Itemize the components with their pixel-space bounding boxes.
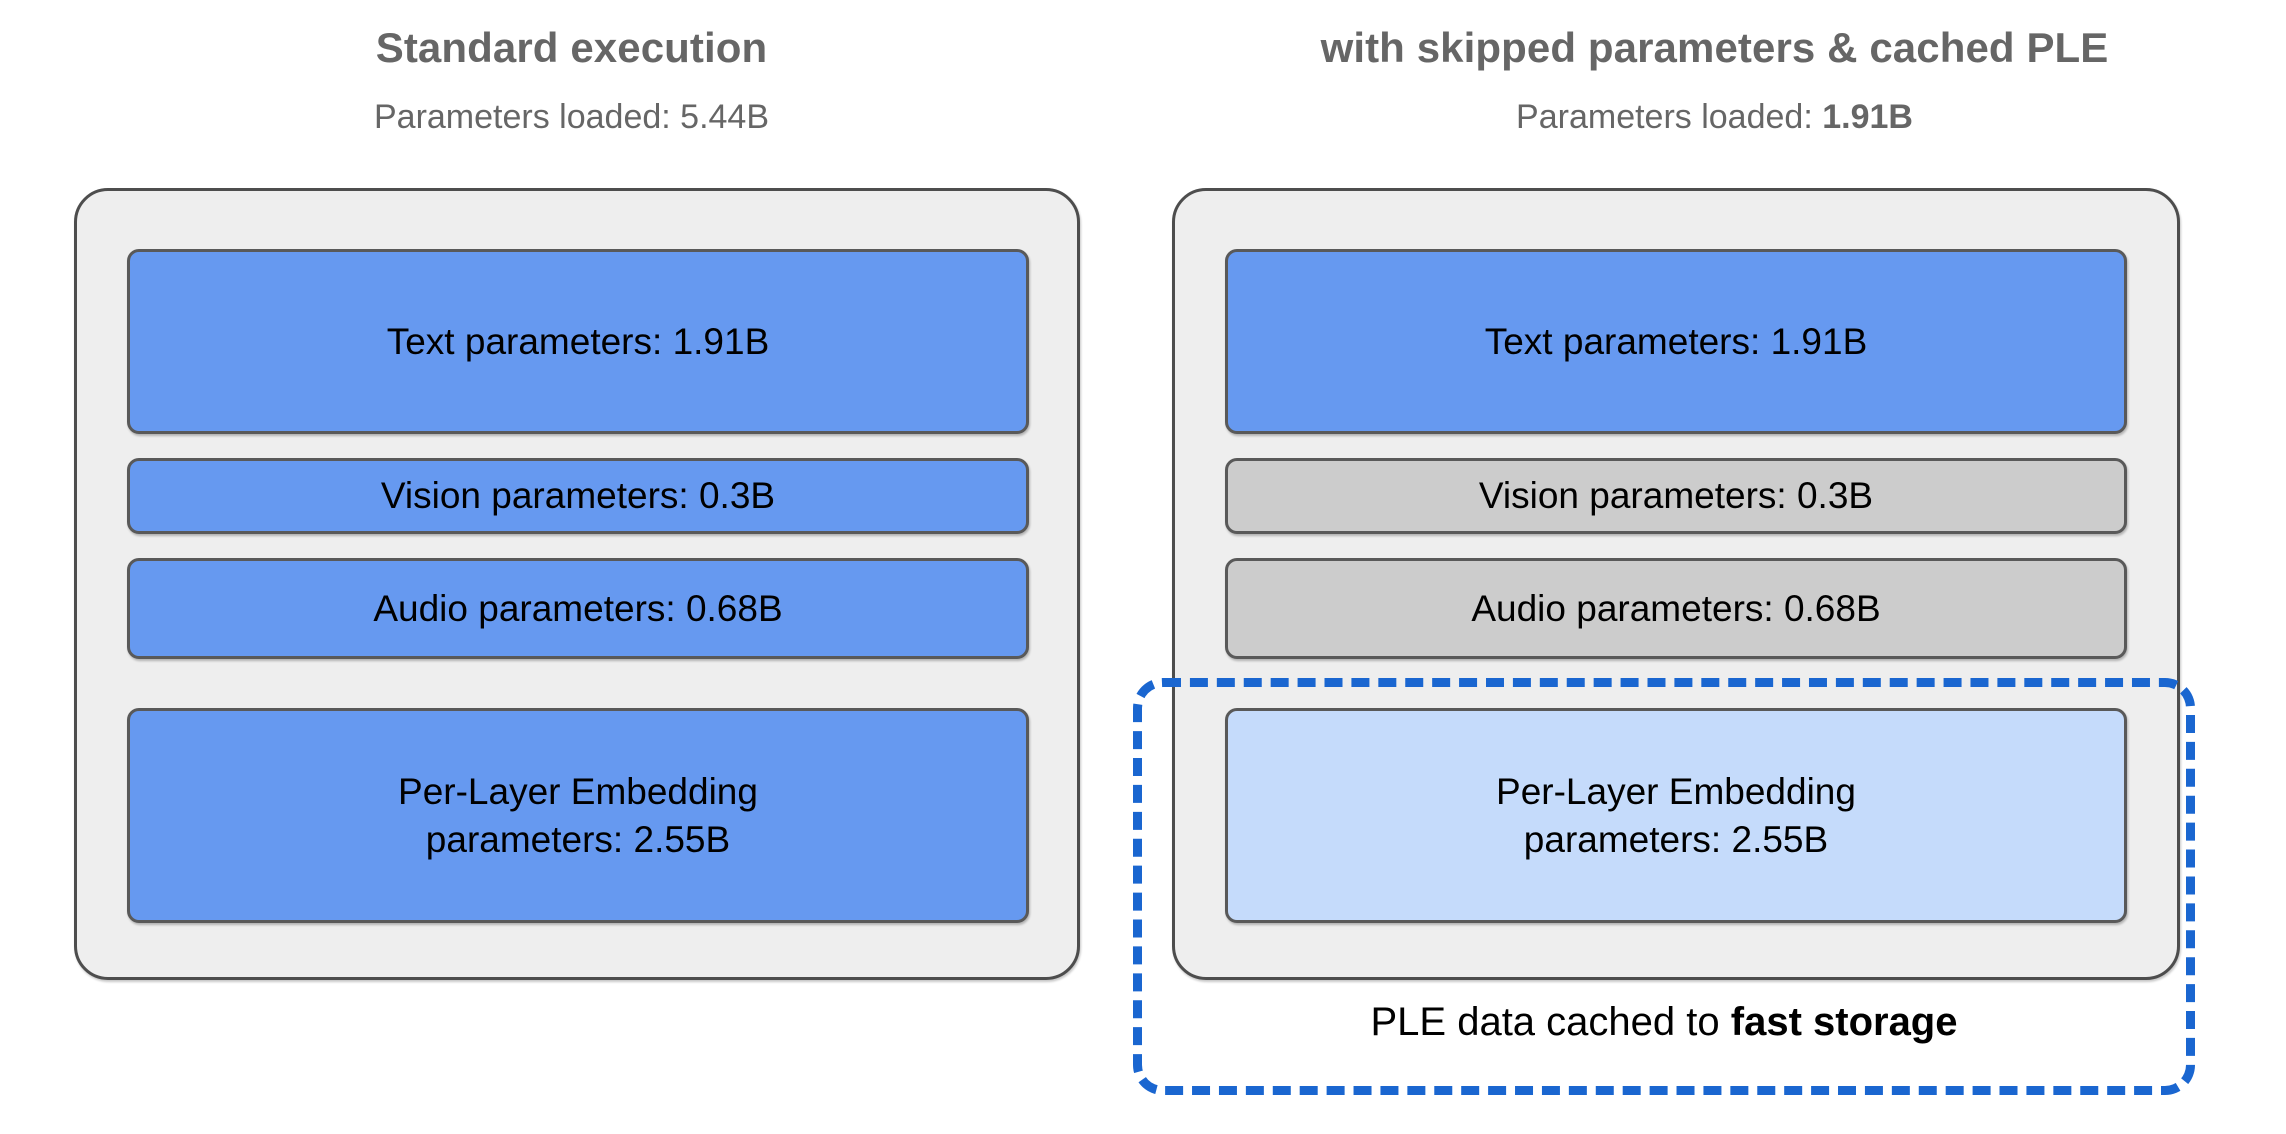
parameters-loaded-label-right: Parameters loaded: [1516,98,1823,136]
parameters-loaded-value-right: 1.91B [1822,98,1913,136]
param-block-vision-standard-label: Vision parameters: 0.3B [380,475,776,517]
parameters-loaded-value-left: 5.44B [680,98,770,136]
param-block-ple-optimized[interactable]: Per-Layer Embedding parameters: 2.55B [1225,708,2127,923]
param-block-ple-standard-label: Per-Layer Embedding parameters: 2.55B [388,768,768,863]
param-block-vision-standard[interactable]: Vision parameters: 0.3B [127,458,1029,534]
param-block-vision-optimized[interactable]: Vision parameters: 0.3B [1225,458,2127,534]
param-block-vision-optimized-label: Vision parameters: 0.3B [1478,475,1874,517]
param-block-audio-standard[interactable]: Audio parameters: 0.68B [127,558,1029,659]
panel-subtitle-skipped-and-cached: Parameters loaded: 1.91B [1143,98,2286,137]
panel-standard-execution: Standard execution Parameters loaded: 5.… [0,24,1143,980]
parameters-loaded-label-left: Parameters loaded: [373,98,681,136]
param-block-audio-standard-label: Audio parameters: 0.68B [373,587,783,629]
param-block-ple-standard-line1: Per-Layer Embedding [398,771,758,813]
param-block-text-standard-label: Text parameters: 1.91B [386,320,770,362]
device-container-standard: Text parameters: 1.91B Vision parameters… [74,188,1080,980]
param-block-ple-standard-line2: parameters: 2.55B [425,818,731,860]
param-block-audio-optimized[interactable]: Audio parameters: 0.68B [1225,558,2127,659]
cache-caption-prefix: PLE data cached to [1370,1000,1731,1044]
param-block-ple-standard[interactable]: Per-Layer Embedding parameters: 2.55B [127,708,1029,923]
panel-skipped-and-cached: with skipped parameters & cached PLE Par… [1143,0,2286,1134]
device-container-optimized: Text parameters: 1.91B Vision parameters… [1172,188,2180,980]
panel-title-skipped-and-cached: with skipped parameters & cached PLE [1320,24,2109,71]
cache-caption-emphasis: fast storage [1730,1000,1958,1044]
param-block-text-standard[interactable]: Text parameters: 1.91B [127,249,1029,434]
param-block-text-optimized[interactable]: Text parameters: 1.91B [1225,249,2127,434]
param-block-text-optimized-label: Text parameters: 1.91B [1484,320,1868,362]
cache-zone-caption: PLE data cached to fast storage [1133,1000,2195,1045]
param-block-ple-optimized-line2: parameters: 2.55B [1523,818,1829,860]
panel-subtitle-standard-execution: Parameters loaded: 5.44B [0,98,1143,137]
panel-title-standard-execution: Standard execution [375,24,768,71]
param-block-audio-optimized-label: Audio parameters: 0.68B [1471,587,1881,629]
param-block-ple-optimized-label: Per-Layer Embedding parameters: 2.55B [1486,768,1866,863]
param-block-ple-optimized-line1: Per-Layer Embedding [1496,771,1856,813]
